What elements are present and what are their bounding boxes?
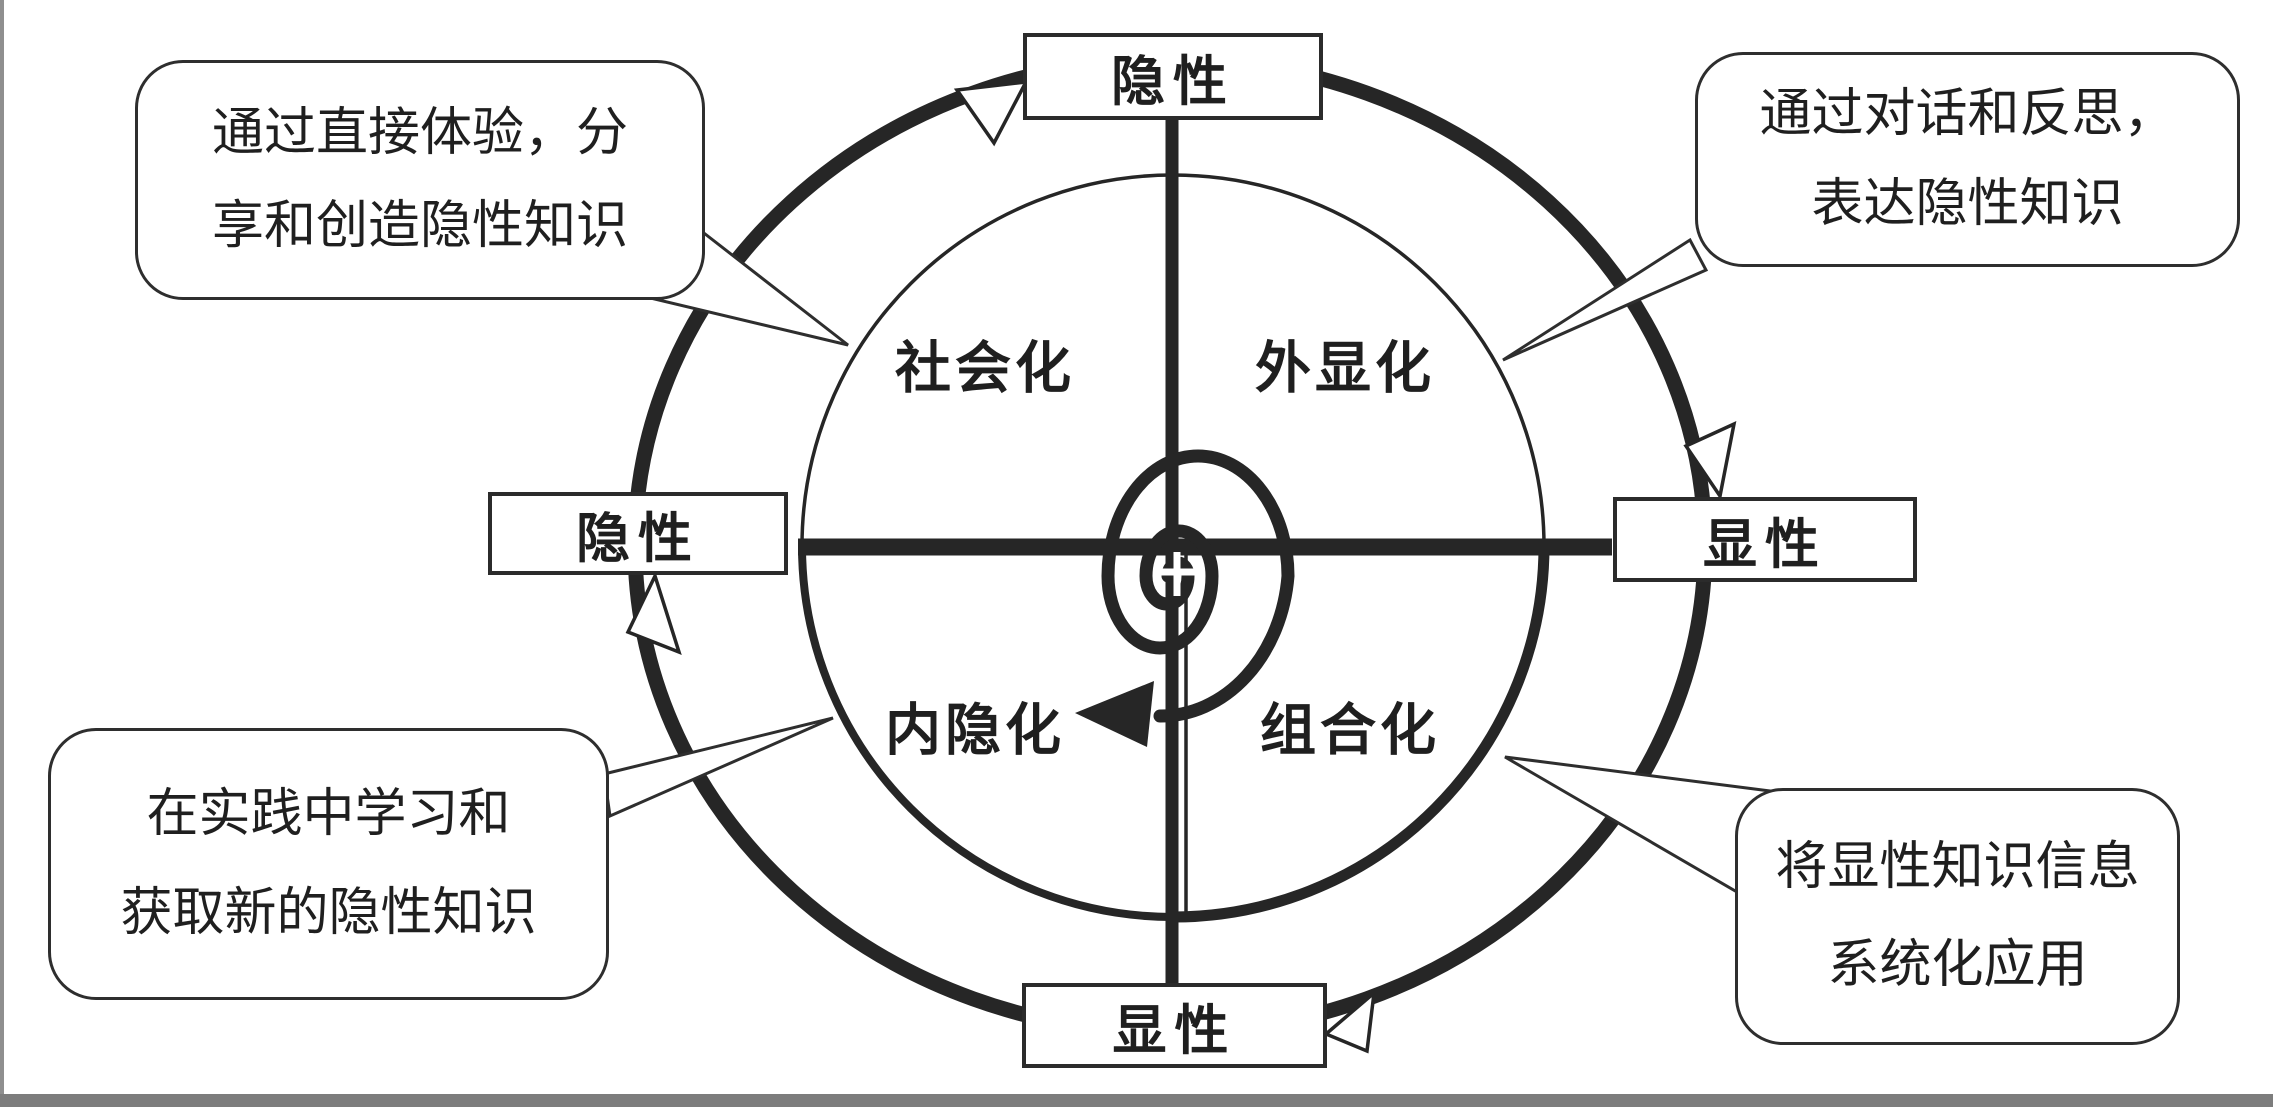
callout-text-line: 在实践中学习和 — [146, 785, 511, 843]
callout-text-line: 系统化应用 — [1827, 936, 2088, 994]
quadrant-label-combination: 组合化 — [1260, 700, 1440, 763]
flow-arrow-left-icon — [625, 571, 682, 655]
page-left-border — [0, 0, 4, 1107]
state-box-bottom-explicit: 显性 — [1022, 983, 1327, 1068]
quadrant-label-internalization: 内隐化 — [885, 700, 1065, 763]
state-box-right-explicit: 显性 — [1613, 497, 1917, 582]
inner-circle-top-left-arc — [800, 173, 1174, 547]
flow-arrow-right-icon — [1683, 420, 1737, 501]
quadrant-label-socialization: 社会化 — [895, 338, 1075, 401]
callout-text-line: 享和创造隐性知识 — [211, 198, 628, 255]
callout-text-line: 将显性知识信息 — [1775, 839, 2140, 897]
inner-circle-bottom-right-arc — [1172, 545, 1550, 923]
callout-internalization: 在实践中学习和 获取新的隐性知识 — [48, 728, 609, 1000]
flow-arrow-top-icon — [953, 79, 1030, 147]
inner-circle-top-right-arc — [1172, 173, 1546, 547]
callout-text-line: 表达隐性知识 — [1811, 175, 2124, 233]
inner-circle-bottom-left-arc — [798, 545, 1174, 921]
callout-externalization: 通过对话和反思， 表达隐性知识 — [1695, 52, 2240, 267]
callout-combination: 将显性知识信息 系统化应用 — [1735, 788, 2180, 1045]
spiral-arrowhead-icon — [1075, 681, 1154, 747]
state-box-left-tacit: 隐性 — [488, 492, 788, 575]
knowledge-spiral — [1101, 449, 1295, 723]
callout-text-line: 通过直接体验，分 — [211, 104, 628, 162]
callout-socialization: 通过直接体验，分 享和创造隐性知识 — [135, 60, 705, 300]
page-bottom-bar — [0, 1094, 2273, 1107]
callout-tail-top-right — [1502, 237, 1709, 362]
quadrant-label-externalization: 外显化 — [1255, 338, 1435, 401]
callout-text-line: 通过对话和反思， — [1759, 86, 2176, 144]
callout-text-line: 获取新的隐性知识 — [120, 885, 537, 942]
state-box-top-tacit: 隐性 — [1023, 33, 1323, 120]
flow-arrow-bottom-icon — [1322, 988, 1377, 1054]
